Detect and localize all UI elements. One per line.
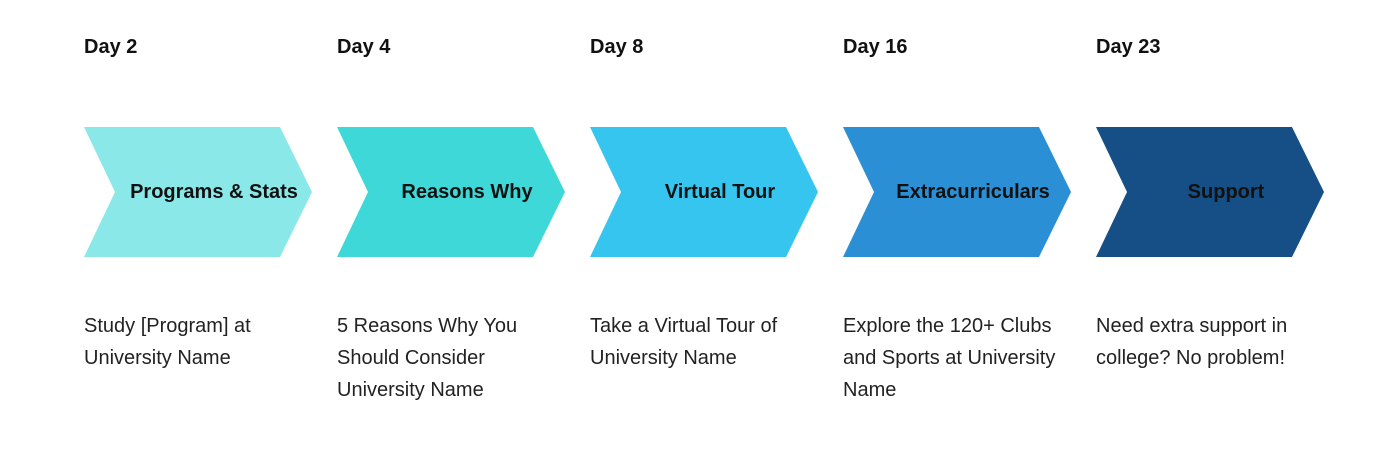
step-description: Explore the 120+ Clubs and Sports at Uni… (843, 315, 1056, 401)
step-title: Support (1187, 180, 1265, 203)
step-description: Study [Program] at University Name (84, 315, 251, 369)
chevron-shape (1096, 127, 1324, 257)
step-title: Virtual Tour (664, 180, 776, 203)
step-day: Day 4 (337, 36, 391, 58)
chevron-arrow: Extracurriculars (843, 127, 1073, 257)
step-description: Take a Virtual Tour of University Name (590, 315, 778, 369)
chevron-shape (590, 127, 818, 257)
chevron-arrow: Virtual Tour (590, 127, 820, 257)
chevron-shape (337, 127, 565, 257)
step-title: Extracurriculars (896, 180, 1050, 203)
step-title: Reasons Why (401, 180, 533, 203)
step-day: Day 16 (843, 36, 908, 58)
chevron-arrow: Support (1096, 127, 1326, 257)
step-description: 5 Reasons Why You Should Consider Univer… (337, 315, 518, 401)
step-day: Day 23 (1096, 36, 1161, 58)
timeline-step: Day 23 Support Need extra support in col… (1096, 0, 1336, 459)
chevron-arrow: Programs & Stats (84, 127, 314, 257)
timeline-step: Day 4 Reasons Why 5 Reasons Why You Shou… (337, 0, 577, 459)
step-day: Day 8 (590, 36, 644, 58)
chevron-arrow: Reasons Why (337, 127, 567, 257)
step-title: Programs & Stats (130, 180, 298, 203)
step-description: Need extra support in college? No proble… (1096, 315, 1288, 369)
chevron-shape (84, 127, 312, 257)
timeline-step: Day 2 Programs & Stats Study [Program] a… (84, 0, 324, 459)
step-day: Day 2 (84, 36, 138, 58)
chevron-shape (843, 127, 1071, 257)
timeline-step: Day 16 Extracurriculars Explore the 120+… (843, 0, 1083, 459)
timeline-step: Day 8 Virtual Tour Take a Virtual Tour o… (590, 0, 830, 459)
